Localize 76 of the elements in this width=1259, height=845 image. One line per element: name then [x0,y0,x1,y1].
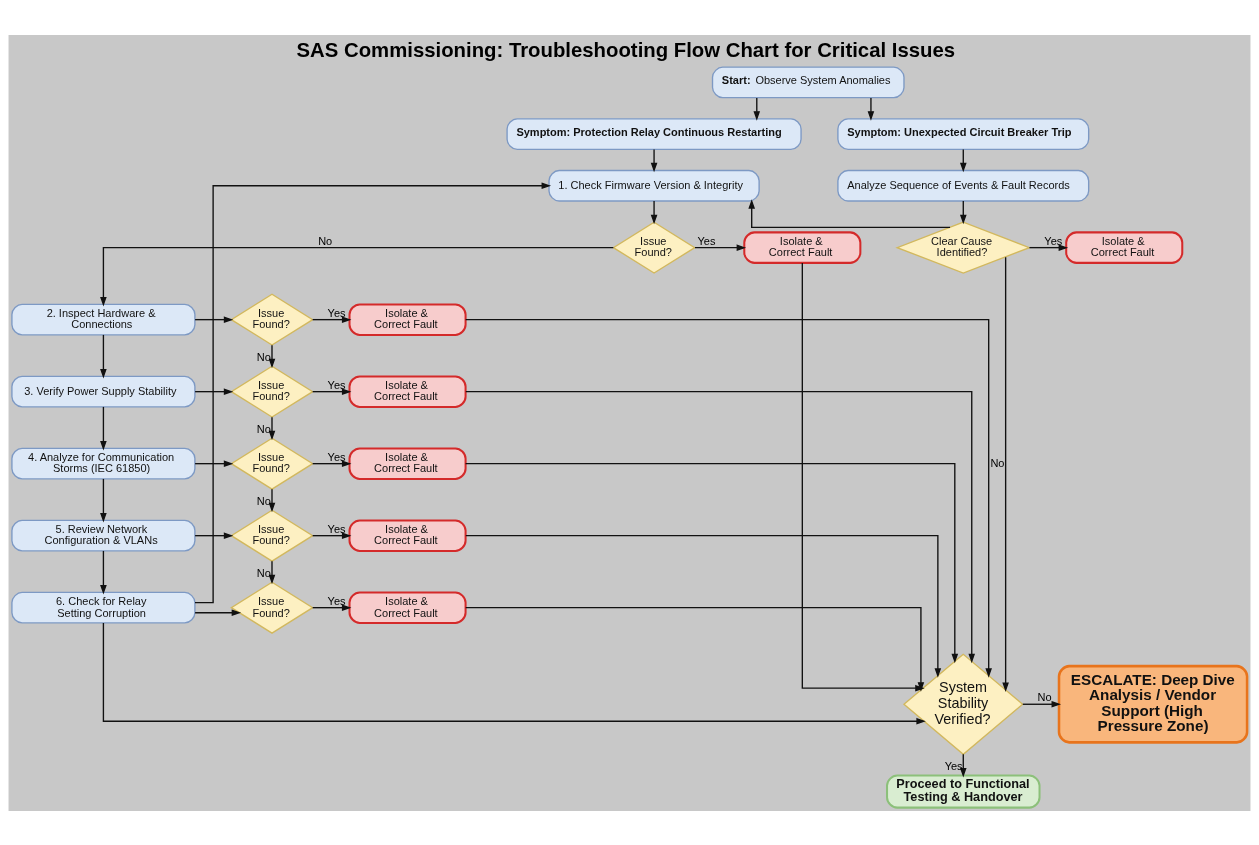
edge-label: Yes [327,522,346,535]
node-box: ESCALATE: Deep Dive Analysis / Vendor Support (High Pressure Zone) [1057,664,1249,744]
node-box: 4. Analyze for Communication Storms (IEC 61850) [11,447,196,480]
arrow [268,416,276,440]
node-box: Proceed to Functional Testing & Handover [886,773,1041,809]
arrow [102,621,926,725]
node-box: 3. Verify Power Supply Stability [11,375,196,408]
node-box: Symptom: Unexpected Circuit Breaker Trip [837,117,1090,150]
edge-label: Yes [697,234,716,247]
node-diamond: Issue Found? [612,220,696,274]
arrow [465,390,976,663]
arrow [268,344,276,368]
arrow [1022,700,1062,708]
arrow [194,181,552,603]
arrow [268,488,276,512]
arrow [465,318,993,678]
arrow [194,387,234,395]
node-box: Isolate & Correct Fault [1065,230,1184,264]
arrow [312,315,352,323]
arrow [650,148,658,172]
edge-label: Yes [327,378,346,391]
arrow [194,459,234,467]
node-diamond: Clear Cause Identified? [895,221,1032,274]
arrow [465,534,942,678]
node-box: Start: Observe System Anomalies [711,66,905,98]
arrow [867,96,875,121]
arrow [312,531,352,539]
arrow [694,243,747,251]
edge-label: Yes [327,306,346,319]
arrow [650,199,658,224]
arrow [100,405,107,450]
arrow [465,606,925,692]
arrow [194,531,234,539]
edge-label: No [256,350,271,363]
node-diamond: Issue Found? [230,436,314,490]
node-box: Isolate & Correct Fault [348,374,467,408]
arrow [194,608,242,616]
edge-label: Yes [327,450,346,463]
arrow [100,477,107,522]
edge-label: Yes [1044,234,1063,247]
edge-label: No [318,234,333,247]
edge-label: Yes [944,759,963,772]
node-box: Isolate & Correct Fault [348,590,467,624]
arrow [268,560,276,584]
edge-label: No [990,456,1005,469]
node-box: 1. Check Firmware Version & Integrity [548,169,760,202]
arrow [464,462,959,663]
edge-label: Yes [327,594,346,607]
arrow [1028,243,1069,251]
node-diamond: Issue Found? [230,292,314,346]
node-box: Isolate & Correct Fault [348,518,467,552]
node-box: 6. Check for Relay Setting Corruption [11,591,196,624]
edge-label: No [256,494,271,507]
arrow [312,603,352,611]
arrow [312,459,352,467]
arrow [748,198,951,228]
diagram-title: SAS Commissioning: Troubleshooting Flow Chart for Critical Issues [296,38,956,61]
arrow [100,333,107,378]
arrow [100,246,615,306]
arrow [194,315,234,323]
node-box: Isolate & Correct Fault [743,230,862,264]
node-box: Isolate & Correct Fault [348,446,467,480]
arrow [312,387,352,395]
node-diamond: Issue Found? [230,508,314,562]
node-box: Analyze Sequence of Events & Fault Records [837,169,1090,202]
edge-label: No [1037,690,1052,703]
arrow [801,261,925,691]
arrow [100,549,107,594]
node-box: Symptom: Protection Relay Continuous Restarting [506,117,802,150]
node-diamond: Issue Found? [230,364,314,418]
node-box: Isolate & Correct Fault [348,302,467,336]
arrow [1002,256,1009,692]
node-box: 5. Review Network Configuration & VLANs [11,519,196,552]
edge-label: No [256,422,271,435]
edge-label: No [256,566,271,579]
node-box: 2. Inspect Hardware & Connections [11,303,196,336]
